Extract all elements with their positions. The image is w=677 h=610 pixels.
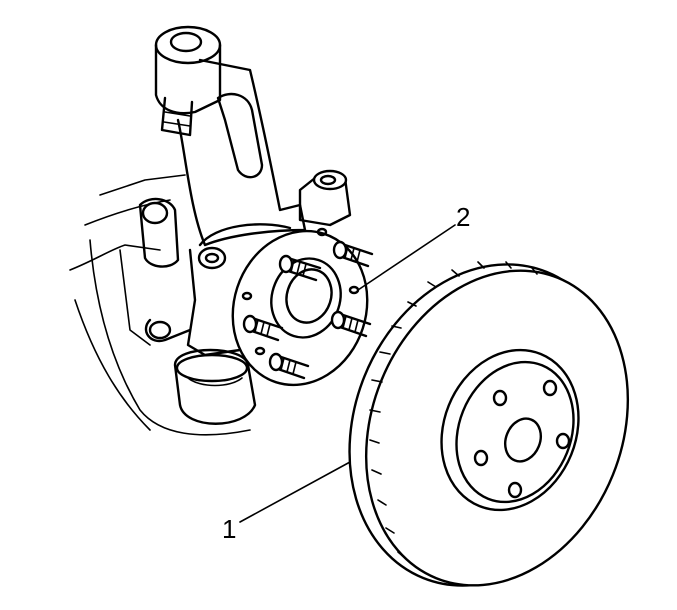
wheel-hub xyxy=(198,223,374,387)
wheel-stud xyxy=(330,310,372,338)
brake-rotor xyxy=(348,261,630,587)
callout-label-1: 1 xyxy=(222,514,236,544)
wheel-stud xyxy=(268,352,310,380)
leader-line-2 xyxy=(357,224,456,291)
callout-label-2: 2 xyxy=(456,202,470,232)
wheel-stud xyxy=(278,254,322,282)
callout-leaders xyxy=(239,224,456,523)
leader-line-1 xyxy=(239,461,351,523)
wheel-stud xyxy=(242,314,284,342)
wheel-stud xyxy=(332,240,374,268)
rotor-vanes xyxy=(369,261,538,559)
suspension-background xyxy=(69,174,251,436)
steering-knuckle xyxy=(138,25,352,425)
